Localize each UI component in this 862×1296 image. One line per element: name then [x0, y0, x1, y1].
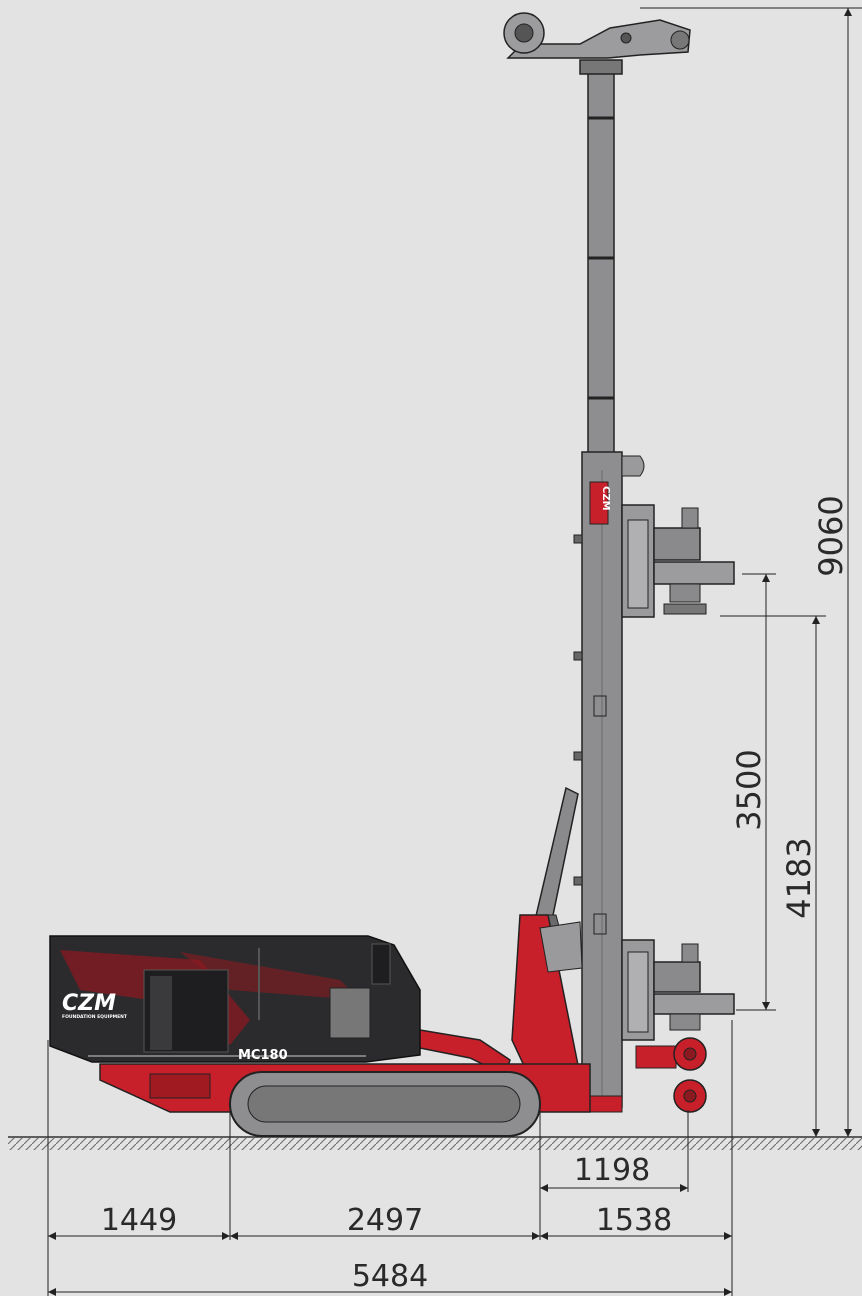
dim-4183: 4183 [780, 837, 818, 918]
dim-3500: 3500 [730, 749, 768, 830]
dimension-lines [47, 7, 862, 1296]
brand-logo: CZM [62, 991, 116, 1016]
dim-1449: 1449 [101, 1203, 177, 1238]
rotary-head-upper [621, 504, 735, 618]
model-label: MC180 [238, 1048, 288, 1063]
dim-2497: 2497 [347, 1203, 423, 1238]
ground [8, 1136, 862, 1150]
mast-strut [535, 786, 579, 931]
crawler-track [229, 1071, 541, 1137]
dim-1538: 1538 [596, 1203, 672, 1238]
mast-foot-clamp [585, 1037, 707, 1113]
dim-total-height: 9060 [812, 495, 850, 576]
mast-logo: CZM [600, 486, 611, 511]
dim-1198: 1198 [574, 1153, 650, 1188]
rotary-head-lower [621, 939, 735, 1041]
brand-subtitle: FOUNDATION EQUIPMENT [62, 1014, 128, 1020]
dim-5484: 5484 [352, 1259, 428, 1294]
upper-body [49, 935, 421, 1063]
crown-sheave [503, 12, 691, 75]
